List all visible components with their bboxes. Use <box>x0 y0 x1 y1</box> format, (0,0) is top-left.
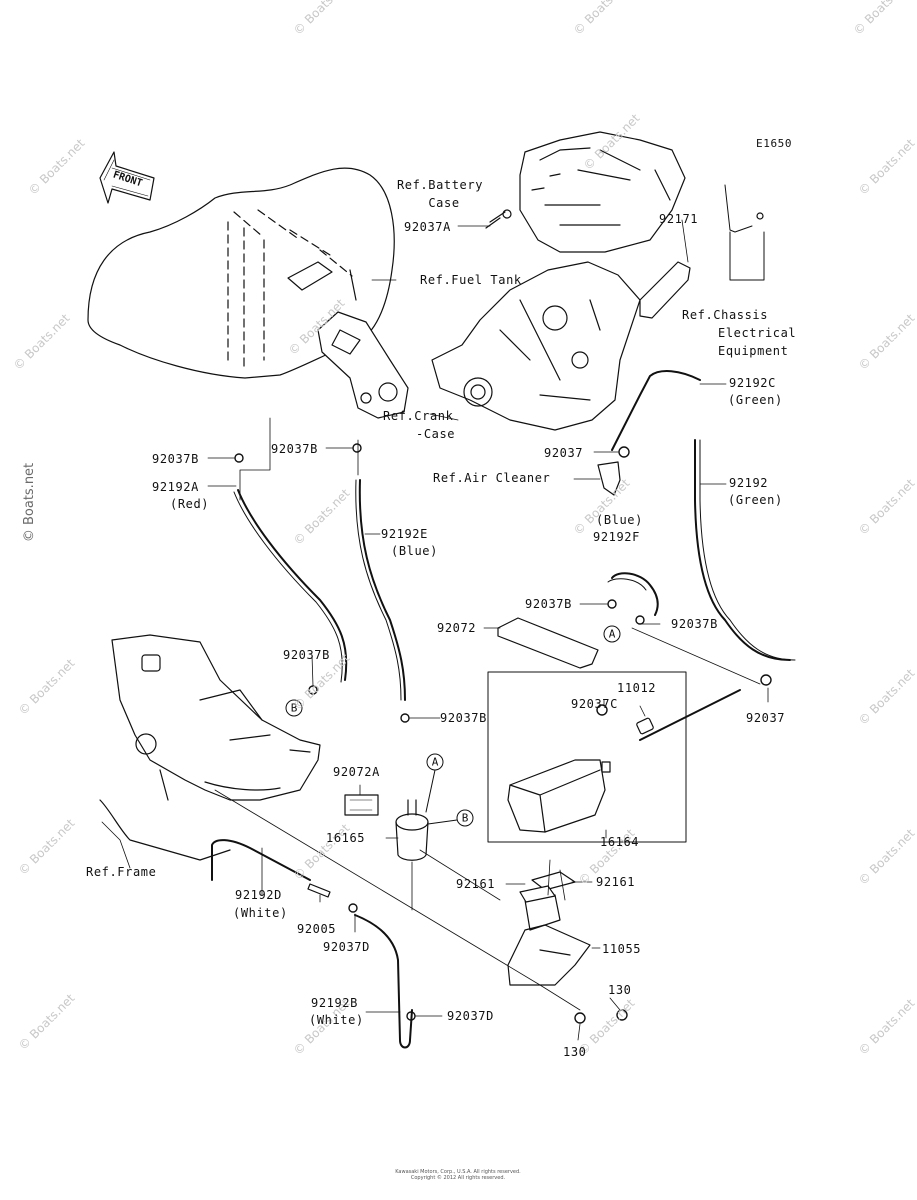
battery-case-drawing <box>485 131 686 253</box>
part-label-92192c: 92192C <box>729 376 776 390</box>
canister-16164-drawing <box>507 759 611 833</box>
part-label-92192b: 92192B <box>311 996 358 1010</box>
part-label-92171: 92171 <box>659 212 699 226</box>
hose-92192d-drawing <box>211 839 311 881</box>
ref-fuel-tank: Ref.Fuel Tank <box>420 273 522 287</box>
ref-battery-case-line1: Ref.Battery <box>396 178 484 192</box>
hose-92192-drawing <box>611 370 796 661</box>
part-label-92072: 92072 <box>437 621 477 635</box>
part-label-92037c: 92037C <box>571 697 618 711</box>
part-label-92037b-left: 92037B <box>152 452 199 466</box>
part-label-92037b-lower-left: 92037B <box>283 648 330 662</box>
watermark-vertical: © Boats.net <box>22 462 38 543</box>
part-label-130-upper: 130 <box>608 983 632 997</box>
callout-a-filter: A <box>432 756 439 769</box>
part-label-92192e: 92192E <box>381 527 428 541</box>
part-label-11055: 11055 <box>602 942 642 956</box>
part-label-92037-right: 92037 <box>746 711 786 725</box>
hose-92192f-drawing <box>607 572 659 616</box>
callout-b-left: B <box>291 702 298 715</box>
part-label-92192c-color: (Green) <box>728 393 783 407</box>
fuel-tank-drawing <box>87 167 395 379</box>
part-label-92161-right: 92161 <box>596 875 636 889</box>
part-label-92037d-upper: 92037D <box>323 940 370 954</box>
part-label-92037d-lower: 92037D <box>447 1009 494 1023</box>
part-label-92072a: 92072A <box>333 765 380 779</box>
part-label-92192: 92192 <box>729 476 769 490</box>
crankcase-drawing <box>431 261 641 431</box>
part-label-92192e-color: (Blue) <box>391 544 438 558</box>
copyright-note: Kawasaki Motors, Corp., U.S.A. All right… <box>395 1169 521 1181</box>
tank-bracket-drawing <box>317 311 409 419</box>
ref-crankcase-line1: Ref.Crank <box>383 409 454 423</box>
bracket-92072-drawing <box>497 617 599 669</box>
bracket-92072a-drawing <box>344 794 379 816</box>
filter-16165-drawing <box>395 799 429 861</box>
ref-chassis-line2: Electrical <box>718 326 797 340</box>
part-label-92192d: 92192D <box>235 888 282 902</box>
part-label-16165: 16165 <box>326 831 366 845</box>
bracket-11055-drawing <box>507 894 591 986</box>
hose-92192e-drawing <box>355 479 406 701</box>
part-label-92037b-canister-left: 92037B <box>525 597 572 611</box>
part-label-11012: 11012 <box>617 681 657 695</box>
ref-chassis-line1: Ref.Chassis <box>682 308 769 322</box>
ref-battery-case-line2: Case <box>428 196 460 210</box>
copyright-line2: Copyright © 2012 All rights reserved. <box>410 1175 506 1181</box>
part-label-92192a: 92192A <box>152 480 199 494</box>
part-label-16164: 16164 <box>600 835 640 849</box>
part-label-92037-top: 92037 <box>544 446 584 460</box>
part-label-92192f: 92192F <box>593 530 640 544</box>
chassis-bracket-drawing <box>639 261 691 319</box>
part-label-92005: 92005 <box>297 922 337 936</box>
part-label-92192-color: (Green) <box>728 493 783 507</box>
hose-92192b-drawing <box>354 914 413 1049</box>
copyright-line1: Kawasaki Motors, Corp., U.S.A. All right… <box>395 1169 521 1175</box>
part-label-92192a-color: (Red) <box>170 497 210 511</box>
ref-chassis-line3: Equipment <box>718 344 789 358</box>
part-label-92037b-mid: 92037B <box>271 442 318 456</box>
part-label-92037b-canister-right: 92037B <box>671 617 718 631</box>
hose-92192a-drawing <box>233 489 348 683</box>
callout-a-right: A <box>609 628 616 641</box>
frame-drawing <box>99 634 321 861</box>
part-label-92161-left: 92161 <box>456 877 496 891</box>
part-label-92037a: 92037A <box>404 220 451 234</box>
ref-air-cleaner: Ref.Air Cleaner <box>433 471 551 485</box>
ref-frame: Ref.Frame <box>86 865 157 879</box>
front-arrow-icon <box>99 151 155 204</box>
ref-crankcase-line2: -Case <box>416 427 456 441</box>
part-label-92037b-filter: 92037B <box>440 711 487 725</box>
part-label-92192d-color: (White) <box>233 906 288 920</box>
part-label-92192b-color: (White) <box>309 1013 364 1027</box>
callout-b-filter: B <box>462 812 469 825</box>
part-label-130-lower: 130 <box>563 1045 587 1059</box>
diagram-code: E1650 <box>756 137 793 150</box>
part-label-92192f-color: (Blue) <box>596 513 643 527</box>
